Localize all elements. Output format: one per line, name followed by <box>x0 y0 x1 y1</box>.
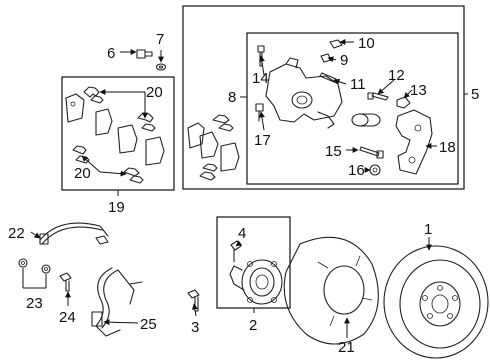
hub-bolt-4 <box>230 240 242 263</box>
caliper-bracket-18 <box>395 109 433 175</box>
callout-7: 7 <box>156 31 164 48</box>
hub-bearing <box>229 259 283 305</box>
callout-10: 10 <box>358 35 375 52</box>
callout-19: 19 <box>108 199 125 216</box>
bolt-24 <box>59 272 72 292</box>
brake-pads <box>65 93 165 166</box>
piston-seal <box>351 113 381 127</box>
callout-18: 18 <box>439 139 456 156</box>
caliper-body <box>265 57 343 129</box>
callout-4: 4 <box>238 225 246 242</box>
guide-pin-12 <box>367 92 389 101</box>
caliper-assembly-box <box>182 5 465 190</box>
dust-shield-21 <box>283 236 379 345</box>
callout-11: 11 <box>350 76 366 93</box>
bolt-3 <box>187 289 200 312</box>
bolt-15 <box>359 146 384 159</box>
callout-5: 5 <box>471 86 479 103</box>
callout-16: 16 <box>348 162 365 179</box>
callout-17: 17 <box>254 132 271 149</box>
callout-22: 22 <box>8 225 25 242</box>
callout-12: 12 <box>388 67 405 84</box>
brake-rotor-1 <box>383 245 489 359</box>
callout-25: 25 <box>140 316 157 333</box>
callout-24: 24 <box>59 309 76 326</box>
abs-harness-25 <box>91 267 143 337</box>
callout-2: 2 <box>249 317 257 334</box>
callout-20-bottom: 20 <box>74 165 91 182</box>
callout-14: 14 <box>252 70 269 87</box>
boot-13 <box>396 96 411 109</box>
callout-1: 1 <box>424 221 432 238</box>
washer-7 <box>155 63 167 71</box>
caliper-inner-box <box>246 32 459 185</box>
leader-lines <box>22 39 468 338</box>
bolt-6 <box>136 49 153 59</box>
callout-15: 15 <box>325 143 342 160</box>
callout-13: 13 <box>410 82 427 99</box>
abs-sensor-wire-22 <box>39 222 109 245</box>
callout-8: 8 <box>228 89 236 106</box>
caliper-pads <box>187 114 240 181</box>
cap-10 <box>329 39 343 49</box>
callout-21: 21 <box>338 339 355 356</box>
washer-16 <box>369 164 381 176</box>
callout-23: 23 <box>26 295 43 312</box>
callout-9: 9 <box>340 52 348 69</box>
callout-3: 3 <box>191 319 199 336</box>
pad-clips-top <box>83 86 156 132</box>
callout-6: 6 <box>107 45 115 62</box>
callout-20-top: 20 <box>146 84 163 101</box>
grommets-23 <box>18 258 51 274</box>
